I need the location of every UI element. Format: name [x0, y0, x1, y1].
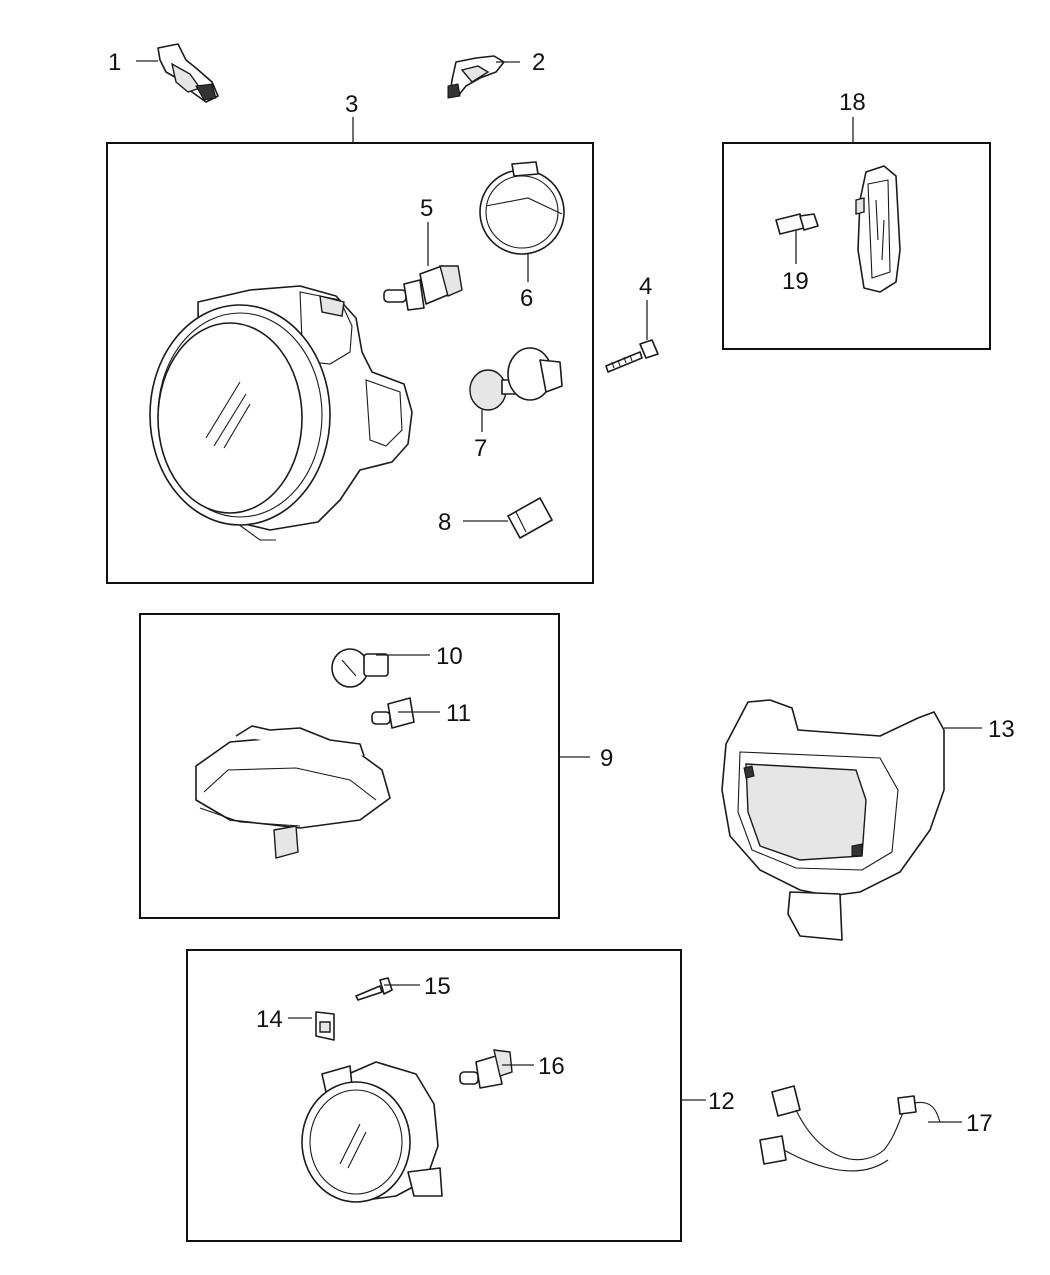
part-16-bulb	[459, 1049, 513, 1089]
callout-17: 17	[966, 1110, 993, 1137]
callout-7: 7	[474, 435, 487, 462]
part-7-bulb	[469, 347, 563, 411]
callout-4: 4	[639, 273, 652, 300]
callout-10: 10	[436, 643, 463, 670]
part-5-bulb	[383, 265, 463, 311]
callout-9: 9	[600, 745, 613, 772]
part-11-bulb	[371, 697, 415, 729]
part-1-bracket	[157, 43, 219, 103]
callout-11: 11	[446, 700, 471, 727]
part-17-harness	[759, 1085, 941, 1172]
part-19-bulb	[775, 213, 819, 235]
callout-8: 8	[438, 509, 451, 536]
fog-lamp-assembly-frame	[186, 949, 682, 1242]
callout-1: 1	[108, 49, 121, 76]
part-2-bracket	[447, 55, 505, 99]
callout-18: 18	[839, 89, 866, 116]
part-13-bezel	[721, 699, 945, 941]
callout-6: 6	[520, 285, 533, 312]
callout-16: 16	[538, 1053, 565, 1080]
callout-12: 12	[708, 1088, 735, 1115]
part-18-side-marker	[855, 165, 901, 293]
part-4-bolt	[605, 339, 659, 373]
callout-14: 14	[256, 1006, 283, 1033]
part-15-screw	[355, 977, 393, 1001]
part-6-ring	[479, 161, 565, 255]
part-12-fog-lamp	[301, 1061, 443, 1203]
headlamp-assembly-frame	[106, 142, 594, 584]
part-14-clip	[315, 1011, 335, 1041]
callout-15: 15	[424, 973, 451, 1000]
part-10-bulb	[331, 648, 389, 688]
callout-3: 3	[345, 91, 358, 118]
callout-2: 2	[532, 49, 545, 76]
callout-13: 13	[988, 716, 1015, 743]
callout-19: 19	[782, 268, 809, 295]
callout-5: 5	[420, 195, 433, 222]
part-3-headlamp	[149, 285, 413, 541]
side-marker-assembly-frame	[722, 142, 991, 350]
part-8-bulb	[507, 497, 553, 539]
part-9-lamp	[195, 725, 391, 859]
park-turn-lamp-frame	[139, 613, 560, 919]
